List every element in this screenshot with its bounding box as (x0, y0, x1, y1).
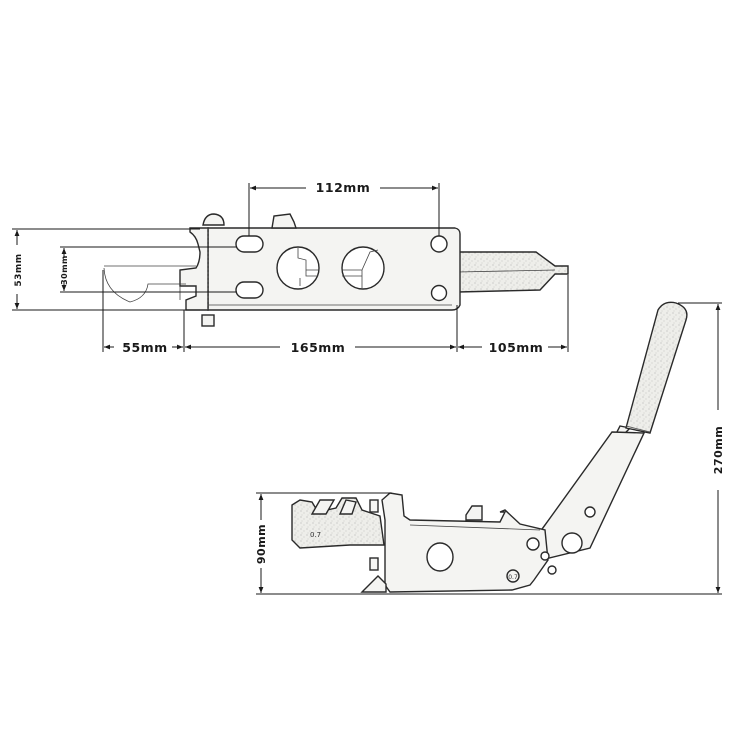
top-view: 112mm 53mm 30mm 55mm (12, 180, 569, 355)
dim-label-30mm: 30mm (60, 255, 69, 285)
dim-label-270mm: 270mm (712, 426, 725, 474)
dim-90mm: 90mm (255, 492, 515, 595)
side-view: 0.7 0.7 90mm 270mm (255, 301, 725, 595)
dim-label-53mm: 53mm (14, 253, 24, 286)
dim-label-55mm: 55mm (122, 340, 167, 355)
dim-53mm: 53mm (12, 228, 200, 311)
body-hole (426, 542, 454, 572)
master-cylinder-top (103, 227, 215, 327)
dim-105mm: 105mm (458, 340, 567, 355)
rear-extension-tube (457, 251, 569, 293)
cylinder-marking: 0.7 (310, 531, 321, 539)
master-cylinder-side: 0.7 (291, 497, 385, 571)
dim-label-105mm: 105mm (489, 340, 544, 355)
lever-grip (625, 301, 688, 434)
mounting-plate (202, 213, 461, 311)
dim-270mm: 270mm (515, 302, 725, 595)
dim-55mm: 55mm (104, 340, 183, 355)
slot-hole-upper (235, 235, 264, 253)
handbrake-body: 0.7 (360, 492, 557, 593)
dim-label-165mm: 165mm (291, 340, 346, 355)
dim-30mm: 30mm (60, 246, 237, 293)
cutout-left (276, 246, 320, 290)
mount-hole-lower (430, 284, 448, 302)
pivot-marking: 0.7 (508, 574, 518, 581)
dim-label-90mm: 90mm (255, 524, 268, 564)
mount-hole-upper (430, 235, 448, 253)
handbrake-lever (537, 301, 688, 560)
dim-165mm: 165mm (185, 340, 456, 355)
slot-hole-lower (235, 281, 264, 299)
dim-label-112mm: 112mm (316, 180, 371, 195)
dim-112mm: 112mm (248, 180, 440, 236)
